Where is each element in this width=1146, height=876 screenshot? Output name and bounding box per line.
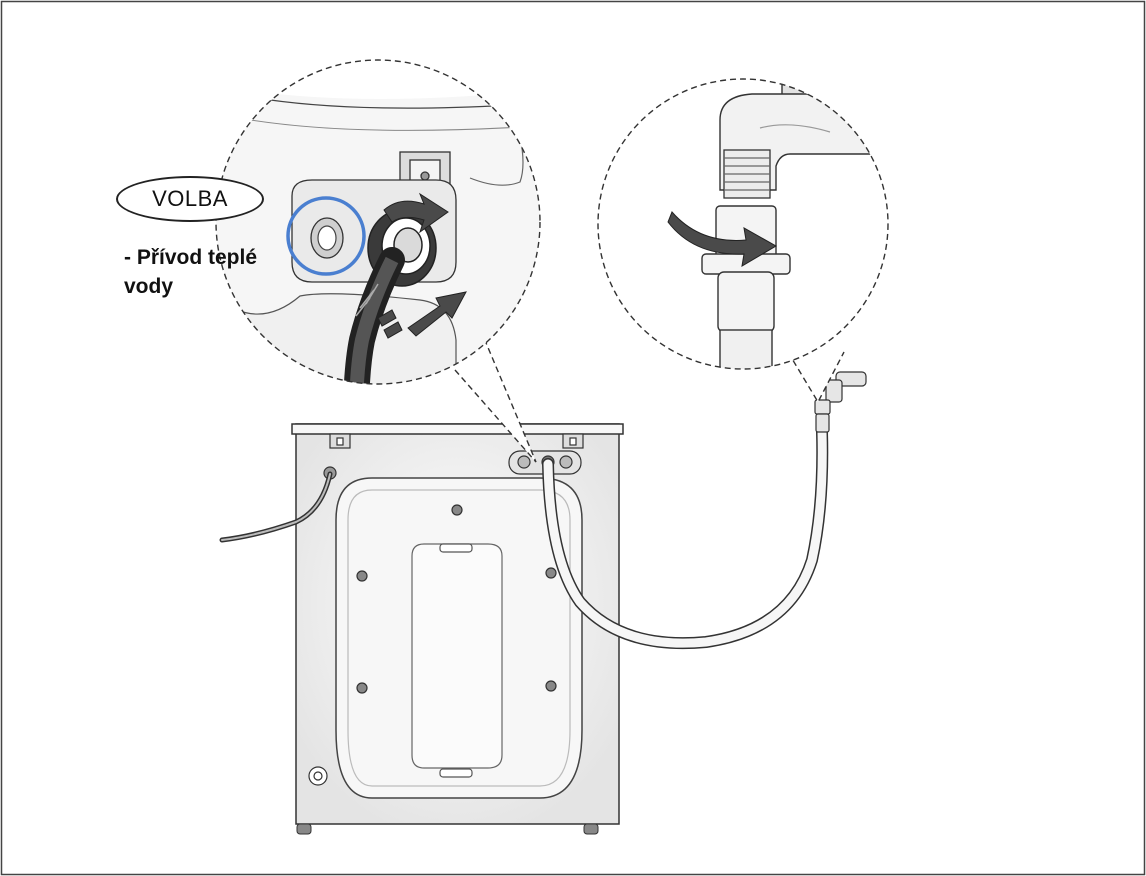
transit-bracket-left bbox=[330, 434, 350, 448]
service-cover bbox=[412, 544, 502, 768]
option-badge: VOLBA bbox=[116, 176, 264, 222]
washing-machine-rear bbox=[222, 424, 623, 834]
tap-zoom-hose bbox=[720, 330, 772, 420]
foot-left bbox=[297, 824, 311, 834]
foot-right bbox=[584, 824, 598, 834]
transit-bracket-right bbox=[563, 434, 583, 448]
warm-water-inlet-fitting bbox=[311, 218, 343, 258]
warm-water-inlet-label: - Přívod teplé vody bbox=[124, 243, 300, 301]
tap-detail-zoom bbox=[598, 67, 900, 420]
drain-cap bbox=[309, 767, 327, 785]
option-badge-text: VOLBA bbox=[152, 186, 228, 212]
